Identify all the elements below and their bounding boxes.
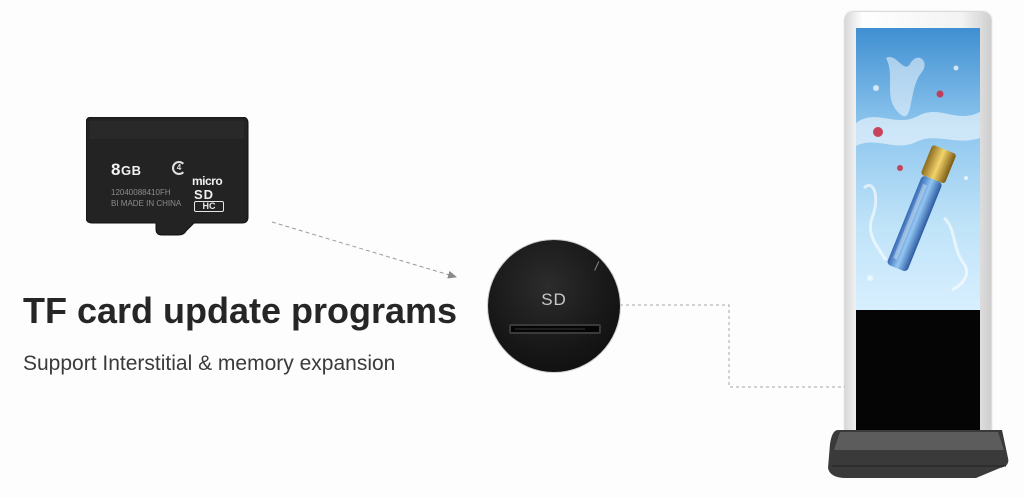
kiosk-screen bbox=[856, 28, 980, 448]
cosmetic-splash-illustration bbox=[856, 56, 980, 292]
sd-logo-text: SD bbox=[194, 187, 215, 202]
kiosk-base bbox=[828, 430, 1009, 478]
card-slot-opening bbox=[509, 324, 601, 334]
slot-label: SD bbox=[541, 290, 567, 309]
headline: TF card update programs bbox=[23, 290, 458, 331]
screen-advert-image bbox=[856, 28, 980, 310]
microsd-card-image: 8GB 4 12040088410FH BI MADE IN CHINA mic… bbox=[86, 117, 250, 237]
digital-signage-kiosk bbox=[820, 10, 1020, 490]
hc-logo-badge: HC bbox=[194, 201, 224, 212]
subheadline: Support Interstitial & memory expansion bbox=[23, 352, 396, 375]
card-to-slot-arrow bbox=[271, 221, 457, 279]
slot-to-kiosk-line bbox=[620, 304, 845, 388]
card-serial-text: 12040088410FH BI MADE IN CHINA bbox=[111, 188, 182, 208]
card-capacity: 8GB bbox=[111, 160, 142, 179]
slot-glint bbox=[594, 261, 604, 273]
speed-class-icon: 4 bbox=[172, 161, 186, 175]
micro-logo-text: micro bbox=[192, 174, 223, 188]
sd-slot-closeup: SD bbox=[488, 240, 620, 372]
microsd-card-shape bbox=[86, 117, 249, 236]
